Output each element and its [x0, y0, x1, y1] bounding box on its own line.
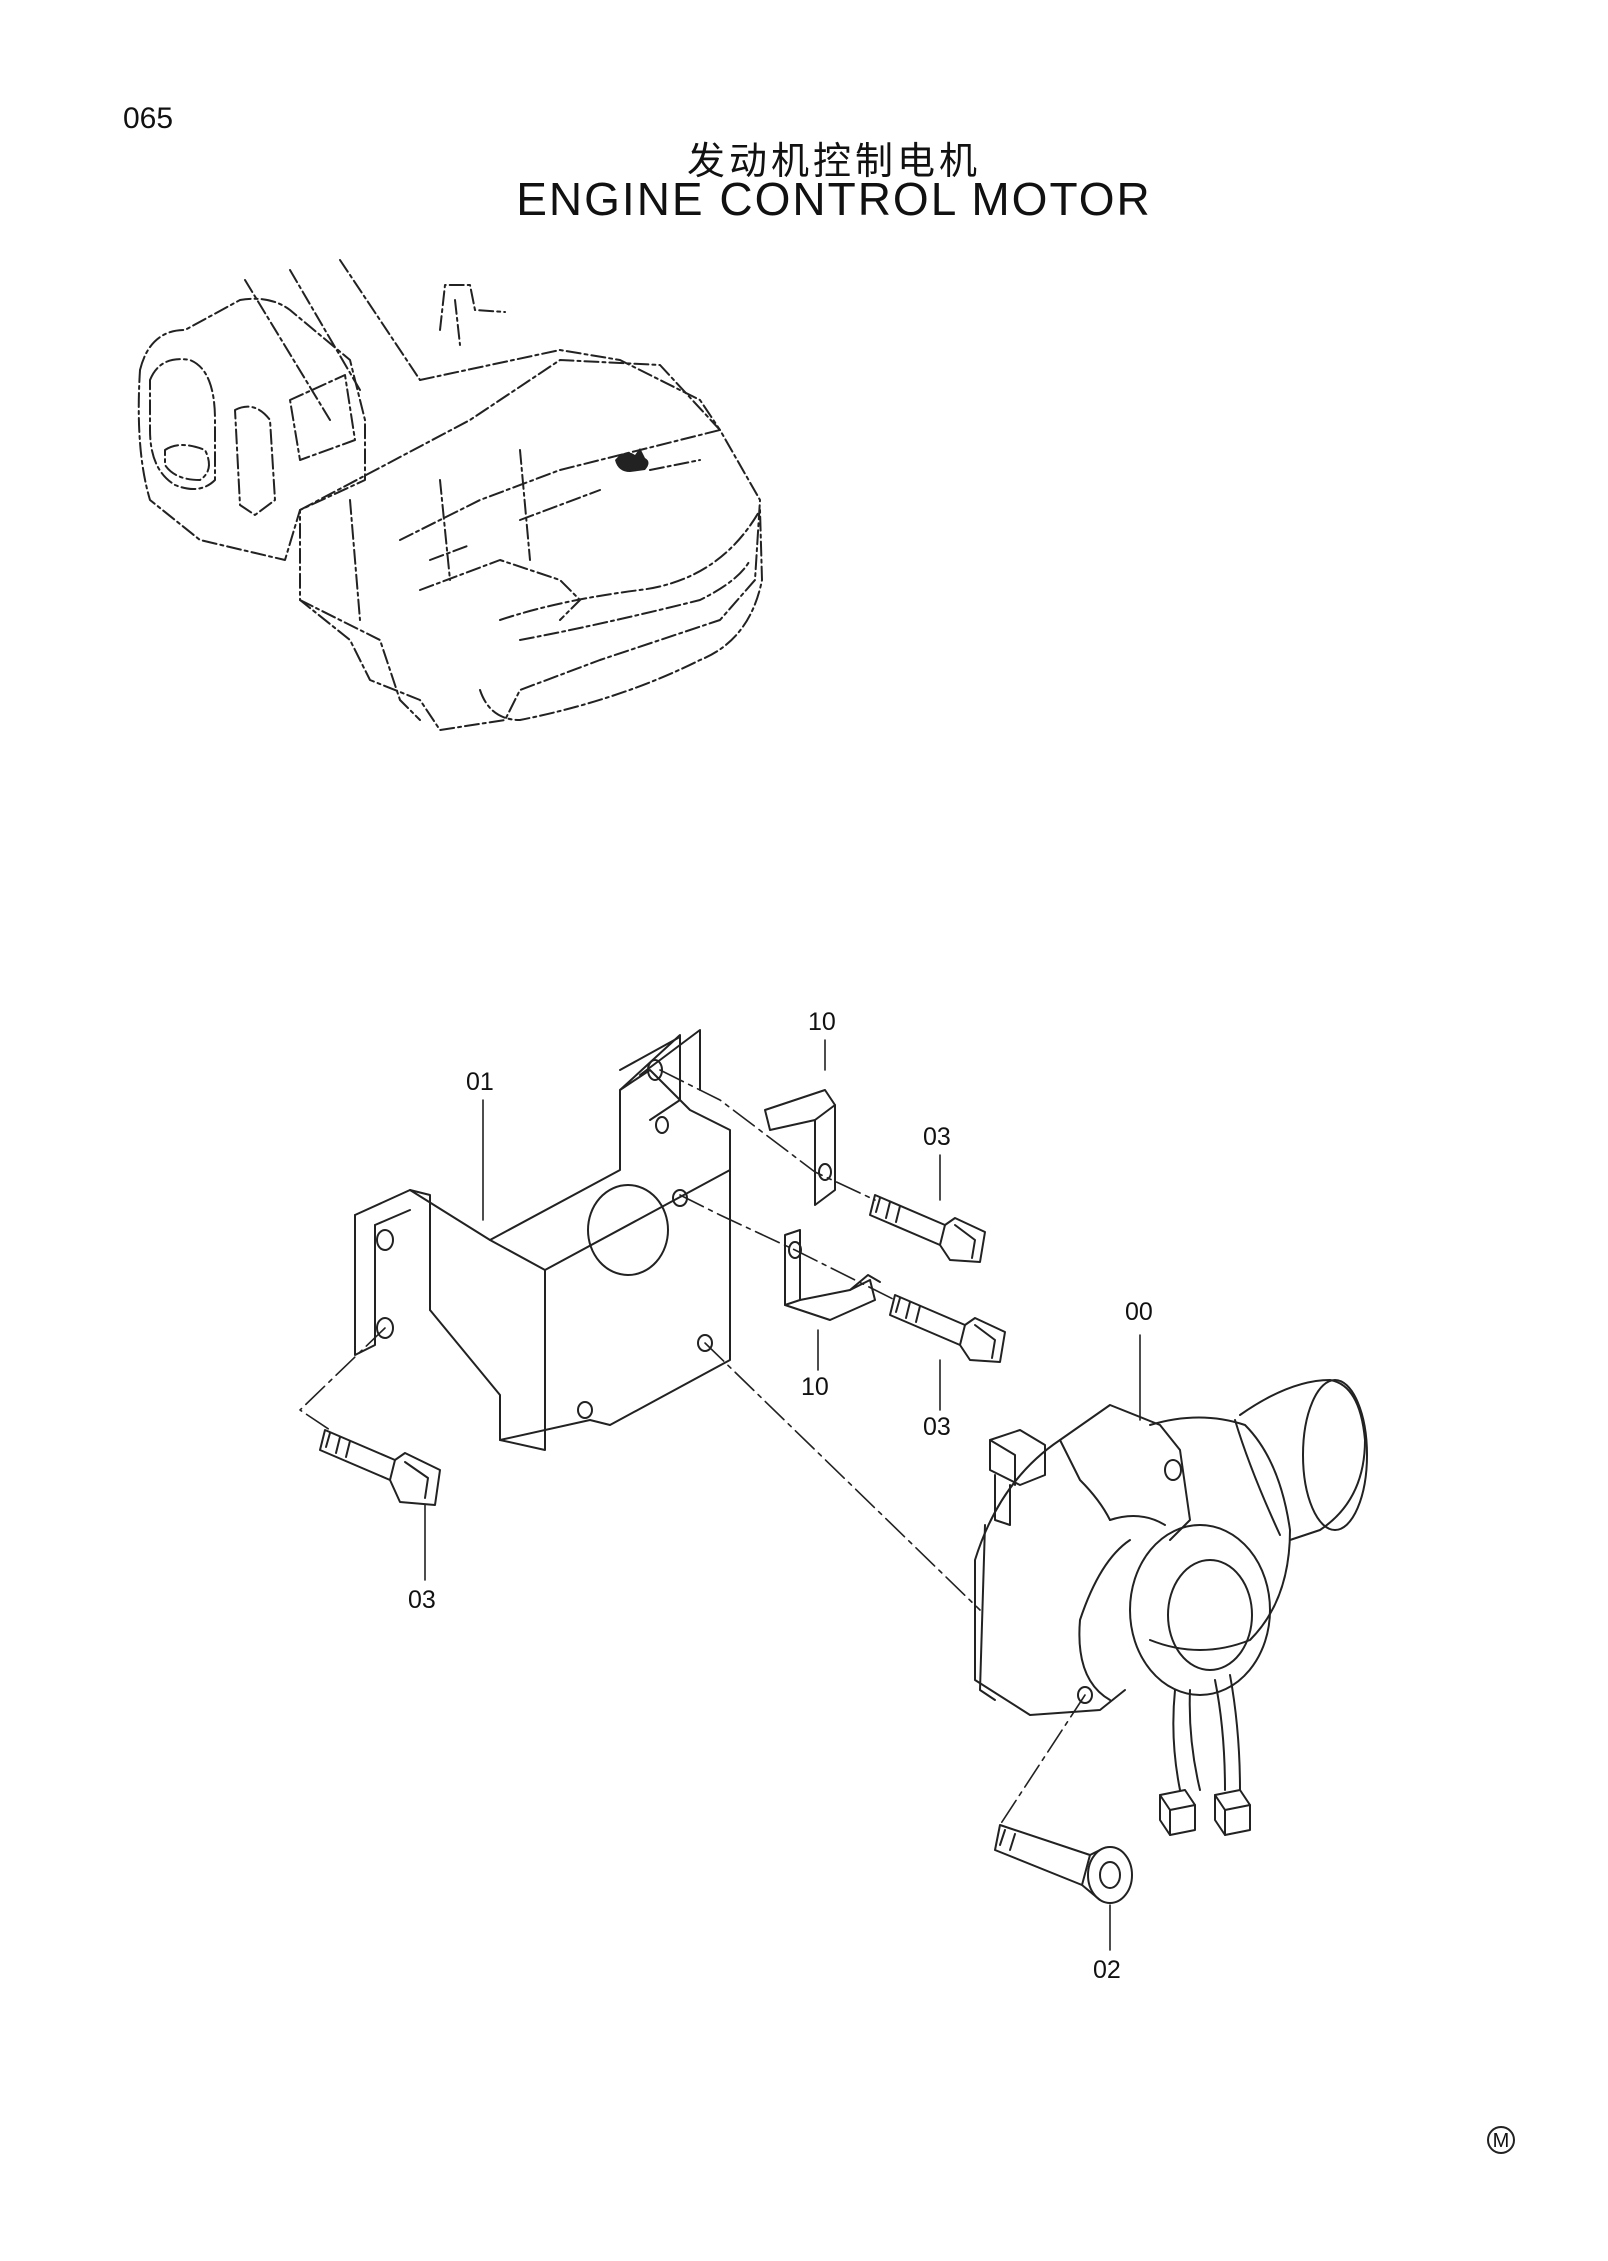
marker-circle: M	[1487, 2126, 1515, 2154]
bolt-middle	[889, 1294, 1006, 1363]
assembly-lines	[299, 1069, 1086, 1826]
excavator-overview	[137, 259, 763, 731]
leader-lines	[424, 1039, 1141, 1951]
hood-emblem	[615, 448, 649, 472]
bolt-motor	[994, 1824, 1133, 1904]
callout-03-lower: 03	[408, 1586, 436, 1614]
callout-10-upper: 10	[808, 1008, 836, 1036]
title-english: ENGINE CONTROL MOTOR	[516, 173, 1152, 225]
bolt-lower-left	[319, 1429, 441, 1506]
callout-02: 02	[1093, 1956, 1121, 1984]
bolt-upper	[869, 1194, 986, 1263]
marker-letter: M	[1493, 2130, 1510, 2152]
clip-lower	[784, 1229, 881, 1321]
callout-00: 00	[1125, 1298, 1153, 1326]
callout-10-lower: 10	[801, 1373, 829, 1401]
page-number: 065	[123, 102, 174, 135]
callout-01: 01	[466, 1068, 494, 1096]
clip-upper	[764, 1089, 836, 1206]
motor-bracket	[354, 1029, 731, 1451]
title-chinese: 发动机控制电机	[686, 139, 981, 183]
callout-03-upper: 03	[923, 1123, 951, 1151]
callout-03-middle: 03	[923, 1413, 951, 1441]
engine-control-motor	[974, 1379, 1368, 1836]
